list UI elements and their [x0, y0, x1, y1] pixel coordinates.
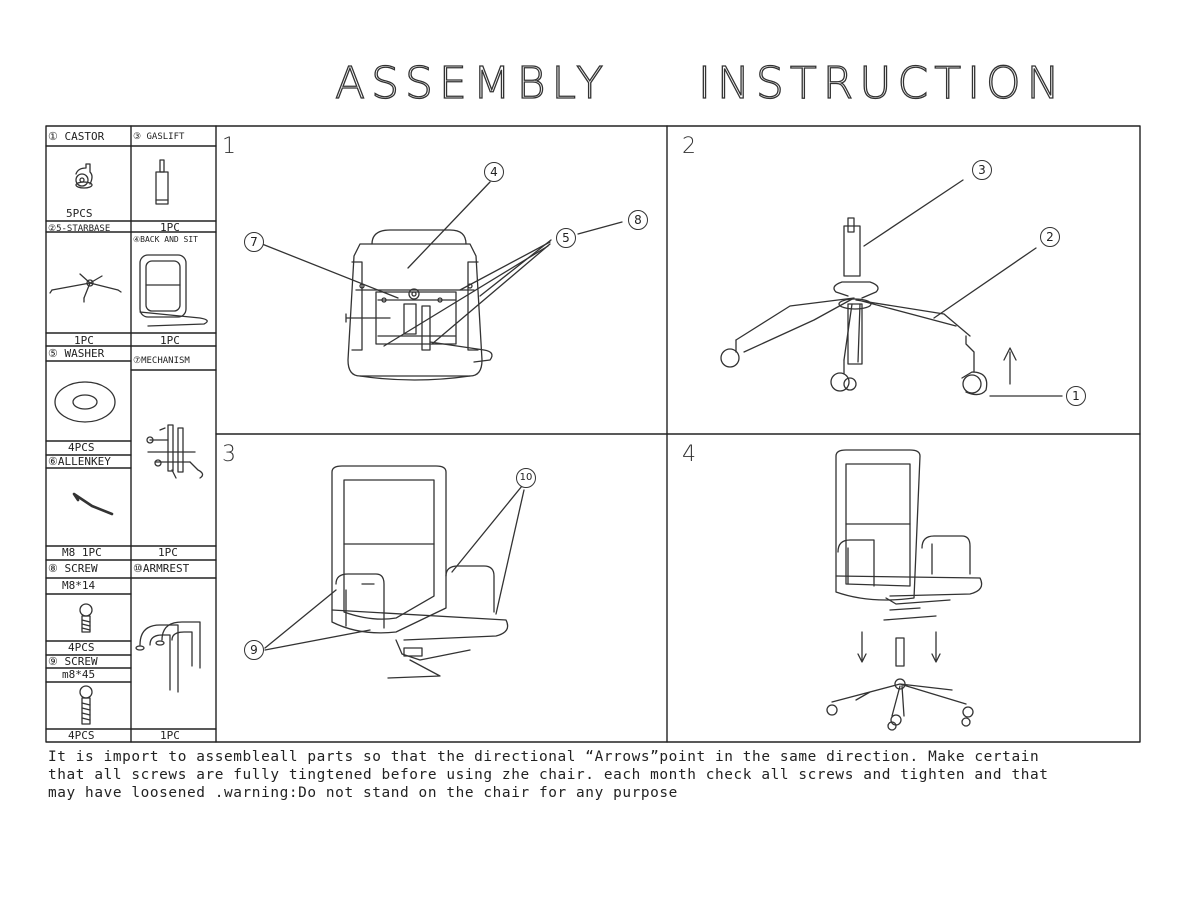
callout-step1-4: 4 [484, 162, 504, 182]
callout-step2-2: 2 [1040, 227, 1060, 247]
step4-drawing [826, 449, 983, 731]
part-label-screw8: ⑧ SCREW [48, 562, 98, 575]
part-label-mechanism: ⑦MECHANISM [133, 356, 190, 366]
part-qty-screw9: 4PCS [68, 729, 95, 742]
callout-step3-10: 10 [516, 468, 536, 488]
part-qty-washer: 4PCS [68, 441, 95, 454]
step2-drawing [720, 179, 1063, 397]
diagram-frame [45, 125, 1141, 743]
step-number-4: 4 [682, 442, 696, 467]
mechanism-icon [146, 424, 204, 479]
assembly-notes: It is import to assembleall parts so tha… [48, 748, 1158, 802]
part-qty-starbase: 1PC [74, 334, 94, 347]
backseat-icon [139, 254, 208, 327]
part-size-screw8: M8*14 [62, 579, 96, 592]
allenkey-icon [72, 492, 114, 516]
part-qty-castor: 5PCS [66, 207, 93, 220]
armrest-icon [135, 621, 201, 693]
part-label-starbase: ②5-STARBASE [48, 224, 111, 234]
screw-short-icon [79, 603, 93, 633]
part-size-screw9: m8*45 [62, 668, 96, 681]
callout-step2-1: 1 [1066, 386, 1086, 406]
washer-icon [54, 381, 116, 423]
part-label-allenkey: ⑥ALLENKEY [48, 455, 111, 468]
step-number-3: 3 [222, 442, 236, 467]
starbase-icon [49, 273, 122, 303]
step-number-2: 2 [682, 134, 696, 159]
callout-step2-3: 3 [972, 160, 992, 180]
part-qty-screw8: 4PCS [68, 641, 95, 654]
callout-step1-7: 7 [244, 232, 264, 252]
note-line-3: may have loosened .warning:Do not stand … [48, 785, 678, 801]
callout-step1-5: 5 [556, 228, 576, 248]
step3-drawing [264, 465, 525, 679]
callout-step3-9: 9 [244, 640, 264, 660]
screw-long-icon [79, 685, 93, 725]
part-label-backseat: ④BACK AND SIT [133, 235, 198, 244]
note-line-1: It is import to assembleall parts so tha… [48, 749, 1040, 765]
part-label-castor: ① CASTOR [48, 130, 105, 143]
part-label-gaslift: ③ GASLIFT [133, 132, 185, 142]
part-qty-armrest: 1PC [160, 729, 180, 742]
part-qty-allenkey: M8 1PC [62, 546, 102, 559]
title-word-instruction: INSTRUCTION [697, 57, 1066, 109]
step-number-1: 1 [222, 134, 236, 159]
part-qty-mechanism: 1PC [158, 546, 178, 559]
step1-drawing [261, 181, 623, 381]
title-word-assembly: ASSEMBLY [334, 57, 610, 109]
castor-icon [75, 163, 93, 189]
part-qty-gaslift: 1PC [160, 221, 180, 234]
callout-step1-8: 8 [628, 210, 648, 230]
part-label-screw9: ⑨ SCREW [48, 655, 98, 668]
note-line-2: that all screws are fully tingtened befo… [48, 767, 1049, 783]
part-label-armrest: ⑩ARMREST [133, 562, 190, 575]
part-label-washer: ⑤ WASHER [48, 347, 105, 360]
part-qty-backseat: 1PC [160, 334, 180, 347]
gaslift-icon [155, 159, 169, 205]
